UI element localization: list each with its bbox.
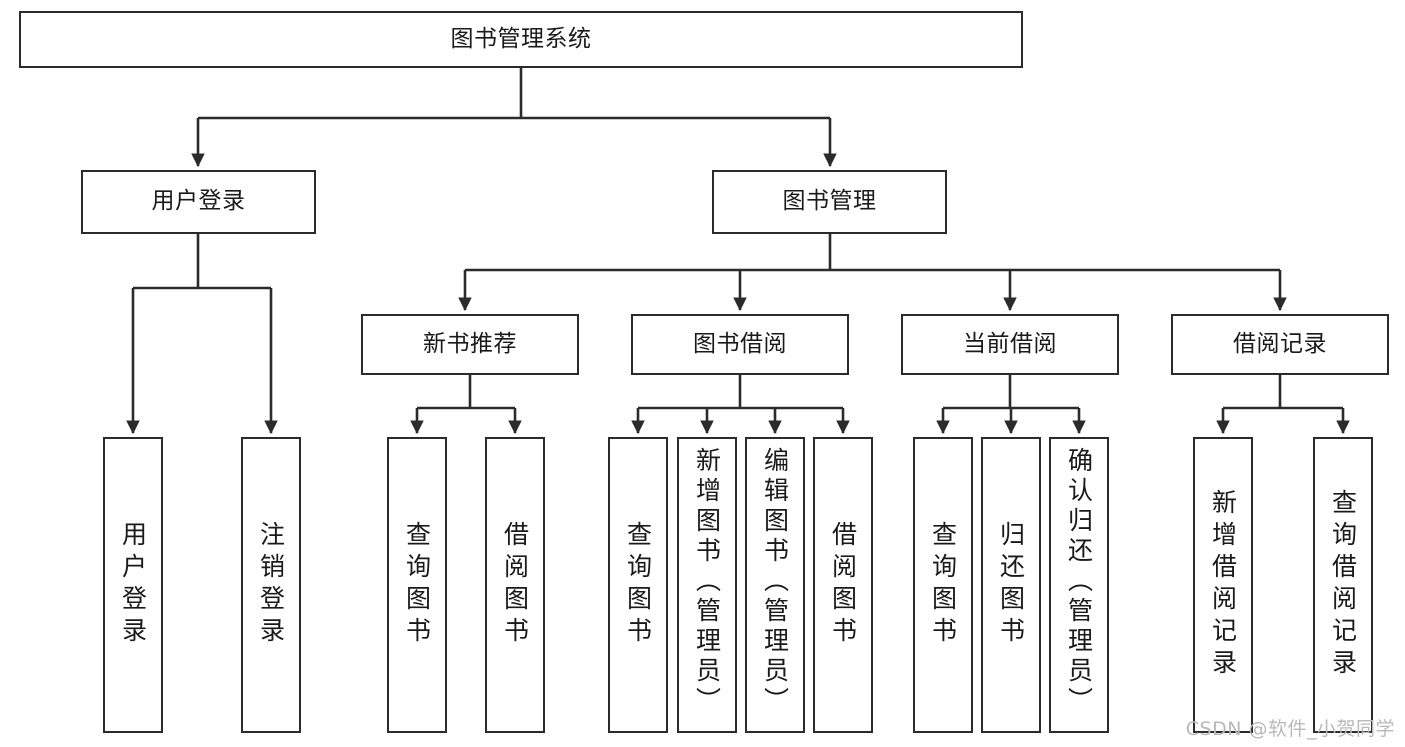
leaf-user-login-login[interactable]: 用户登录 [103,437,163,733]
node-root-system-label: 图书管理系统 [450,25,592,52]
leaf-current-borrow-query[interactable]: 查询图书 [913,437,973,733]
leaf-new-book-borrow-label: 借阅图书 [500,521,530,649]
leaf-user-login-login-label: 用户登录 [118,521,148,649]
node-user-login[interactable]: 用户登录 [81,170,316,234]
node-book-borrow[interactable]: 图书借阅 [631,314,849,375]
leaf-book-borrow-borrow-label: 借阅图书 [828,521,858,649]
leaf-user-login-logout[interactable]: 注销登录 [241,437,301,733]
node-book-borrow-label: 图书借阅 [693,330,787,357]
leaf-new-book-query-label: 查询图书 [402,521,432,649]
node-book-management[interactable]: 图书管理 [712,170,947,234]
leaf-current-borrow-query-label: 查询图书 [928,521,958,649]
leaf-borrow-record-query-label: 查询借阅记录 [1328,489,1358,681]
leaf-current-borrow-return[interactable]: 归还图书 [981,437,1041,733]
leaf-borrow-record-query[interactable]: 查询借阅记录 [1313,437,1373,733]
leaf-current-borrow-confirm-return-label: 确认归还（管理员） [1064,447,1094,717]
leaf-book-borrow-edit[interactable]: 编辑图书（管理员） [745,437,805,733]
node-current-borrow[interactable]: 当前借阅 [901,314,1119,375]
node-borrow-record-label: 借阅记录 [1233,330,1327,357]
leaf-borrow-record-add[interactable]: 新增借阅记录 [1193,437,1253,733]
node-borrow-record[interactable]: 借阅记录 [1171,314,1389,375]
leaf-book-borrow-query-label: 查询图书 [623,521,653,649]
leaf-book-borrow-borrow[interactable]: 借阅图书 [813,437,873,733]
node-current-borrow-label: 当前借阅 [963,330,1057,357]
leaf-user-login-logout-label: 注销登录 [256,521,286,649]
leaf-current-borrow-return-label: 归还图书 [996,521,1026,649]
leaf-book-borrow-add-label: 新增图书（管理员） [692,447,722,717]
csdn-watermark: CSDN @软件_小贺同学 [1185,718,1395,740]
node-user-login-label: 用户登录 [151,188,246,215]
leaf-borrow-record-add-label: 新增借阅记录 [1208,489,1238,681]
node-book-management-label: 图书管理 [782,188,877,215]
node-new-book-recommend-label: 新书推荐 [423,330,517,357]
node-new-book-recommend[interactable]: 新书推荐 [361,314,579,375]
leaf-new-book-borrow[interactable]: 借阅图书 [485,437,545,733]
leaf-book-borrow-query[interactable]: 查询图书 [608,437,668,733]
leaf-book-borrow-add[interactable]: 新增图书（管理员） [677,437,737,733]
node-root-system[interactable]: 图书管理系统 [19,11,1023,68]
leaf-current-borrow-confirm-return[interactable]: 确认归还（管理员） [1049,437,1109,733]
leaf-new-book-query[interactable]: 查询图书 [387,437,447,733]
leaf-book-borrow-edit-label: 编辑图书（管理员） [760,447,790,717]
